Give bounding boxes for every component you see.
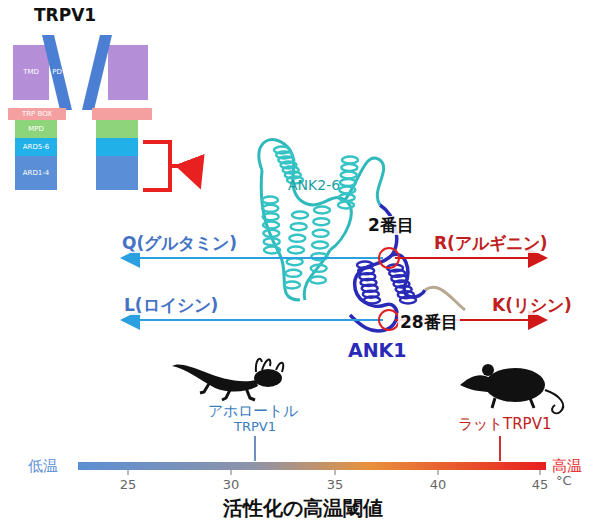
domain-box: ARD5-6: [15, 138, 57, 156]
domain-name: ARD1-4: [23, 170, 49, 177]
temperature-bar: [78, 462, 546, 470]
tick-label: 40: [430, 478, 447, 492]
domain-name: ARD5-6: [23, 144, 49, 151]
domain-name: TRP BOX: [22, 111, 52, 118]
domain-box: TMD: [13, 45, 49, 100]
residue-label: 28番目: [398, 313, 460, 332]
domain-name: MPD: [28, 126, 44, 133]
domain-box: MPD: [15, 120, 57, 138]
domain-bar: PD: [42, 35, 72, 110]
domain-name: TMD: [23, 69, 39, 76]
trpv1-subunit: [82, 35, 152, 190]
axis-end-label: 高温: [552, 458, 582, 475]
species-label: TRPV1: [234, 420, 276, 434]
tick-label: 25: [120, 478, 137, 492]
axis-title: 活性化の高温閾値: [223, 497, 383, 519]
axis-end-label: 低温: [28, 458, 58, 475]
domain-label: ANK2-6: [288, 178, 340, 193]
residue-label: 2番目: [366, 216, 416, 235]
tick-label: 45: [532, 478, 549, 492]
bracket: [143, 142, 170, 190]
pointer-arrow: [170, 166, 198, 182]
unit-label: °C: [556, 474, 572, 488]
rat-silhouette: [460, 364, 563, 413]
figure-title: TRPV1: [34, 6, 96, 25]
species-label: ラットTRPV1: [458, 416, 551, 433]
mutation-label: L(ロイシン): [122, 296, 220, 315]
marker-line: [499, 436, 501, 461]
mutation-label: Q(グルタミン): [120, 234, 239, 253]
tick-label: 30: [223, 478, 240, 492]
species-label: アホロートル: [208, 403, 298, 420]
axis-ticks: [128, 470, 540, 475]
domain-box: TRP BOX: [8, 108, 66, 120]
domain-label: ANK1: [348, 340, 407, 361]
mutation-arrows: [124, 248, 544, 330]
mutation-label: R(アルギニン): [432, 234, 550, 253]
domain-name: PD: [52, 69, 62, 76]
marker-line: [254, 436, 256, 461]
domain-box: ARD1-4: [15, 156, 57, 190]
tick-label: 35: [327, 478, 344, 492]
mutation-label: K(リシン): [490, 296, 574, 315]
axolotl-silhouette: [172, 359, 283, 400]
